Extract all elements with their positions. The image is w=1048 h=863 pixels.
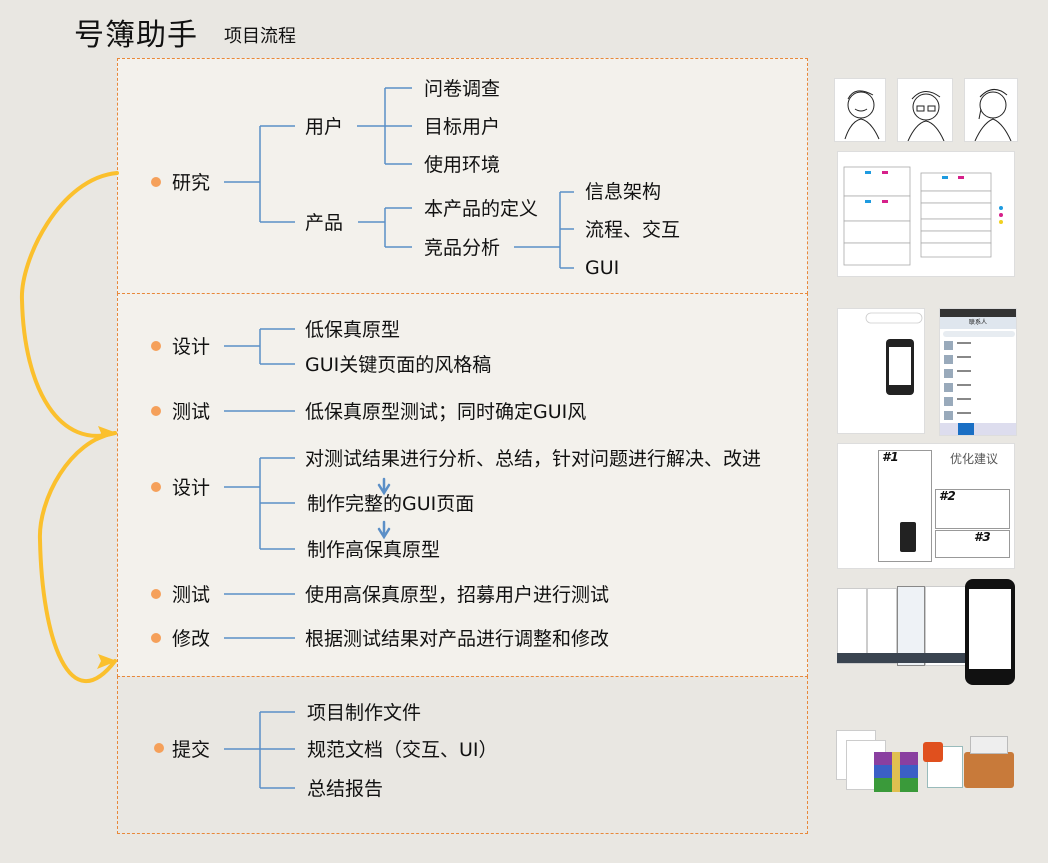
label-1: #1 — [882, 450, 899, 464]
node-research: 研究 — [172, 172, 211, 194]
section-design-test — [117, 293, 808, 677]
node-competitor-item-3: GUI — [585, 257, 620, 279]
node-user-item-1: 问卷调查 — [424, 78, 501, 100]
node-competitor-item-1: 信息架构 — [585, 181, 662, 203]
user-sketch-1 — [834, 78, 886, 142]
node-product-item-1: 本产品的定义 — [424, 198, 539, 220]
node-design-2: 设计 — [172, 477, 211, 499]
label-2: #2 — [939, 489, 956, 503]
deliverables-icons — [834, 722, 1018, 792]
info-architecture-thumb — [837, 151, 1015, 277]
briefcase-icon — [964, 752, 1014, 788]
label-3: #3 — [974, 530, 991, 544]
node-design-1: 设计 — [172, 336, 211, 358]
bullet-test-2 — [151, 589, 161, 599]
node-competitor-item-2: 流程、交互 — [585, 219, 681, 241]
node-product: 产品 — [305, 212, 344, 234]
node-test-1-item: 低保真原型测试；同时确定GUI风 — [305, 401, 587, 423]
contacts-title: 联系人 — [940, 317, 1016, 329]
node-test-2: 测试 — [172, 584, 211, 606]
bullet-revise — [151, 633, 161, 643]
node-product-item-2: 竞品分析 — [424, 237, 501, 259]
contacts-screen-thumb: 联系人 — [939, 308, 1017, 436]
page-title: 号簿助手 — [74, 18, 198, 53]
user-sketch-3 — [964, 78, 1018, 142]
node-design-1-item-2: GUI关键页面的风格稿 — [305, 354, 492, 376]
bullet-test-1 — [151, 406, 161, 416]
bullet-submit — [154, 743, 164, 753]
node-user-item-3: 使用环境 — [424, 154, 501, 176]
optimization-suggestions-thumb: #1 优化建议 #2 #3 — [837, 443, 1015, 569]
node-revise-item: 根据测试结果对产品进行调整和修改 — [305, 628, 610, 650]
node-test-2-item: 使用高保真原型，招募用户进行测试 — [305, 584, 610, 606]
node-design-1-item-1: 低保真原型 — [305, 319, 401, 341]
node-submit: 提交 — [172, 739, 211, 761]
node-design-2-item-2: 制作完整的GUI页面 — [307, 493, 475, 515]
wireframe-thumb — [837, 308, 925, 434]
bullet-research — [151, 177, 161, 187]
optimize-title: 优化建议 — [950, 452, 999, 466]
node-design-2-item-3: 制作高保真原型 — [307, 539, 441, 561]
node-design-2-item-1: 对测试结果进行分析、总结，针对问题进行解决、改进 — [305, 448, 762, 470]
node-submit-item-3: 总结报告 — [307, 778, 384, 800]
page-subtitle: 项目流程 — [224, 26, 296, 47]
node-revise: 修改 — [172, 628, 211, 650]
bullet-design-2 — [151, 482, 161, 492]
user-sketch-2 — [897, 78, 953, 142]
node-test-1: 测试 — [172, 401, 211, 423]
bullet-design-1 — [151, 341, 161, 351]
node-user-item-2: 目标用户 — [424, 116, 501, 138]
archive-icon — [874, 752, 918, 792]
node-submit-item-2: 规范文档（交互、UI） — [307, 739, 498, 761]
node-user: 用户 — [305, 116, 344, 138]
node-submit-item-1: 项目制作文件 — [307, 702, 422, 724]
gui-screens-thumb — [837, 579, 1017, 685]
